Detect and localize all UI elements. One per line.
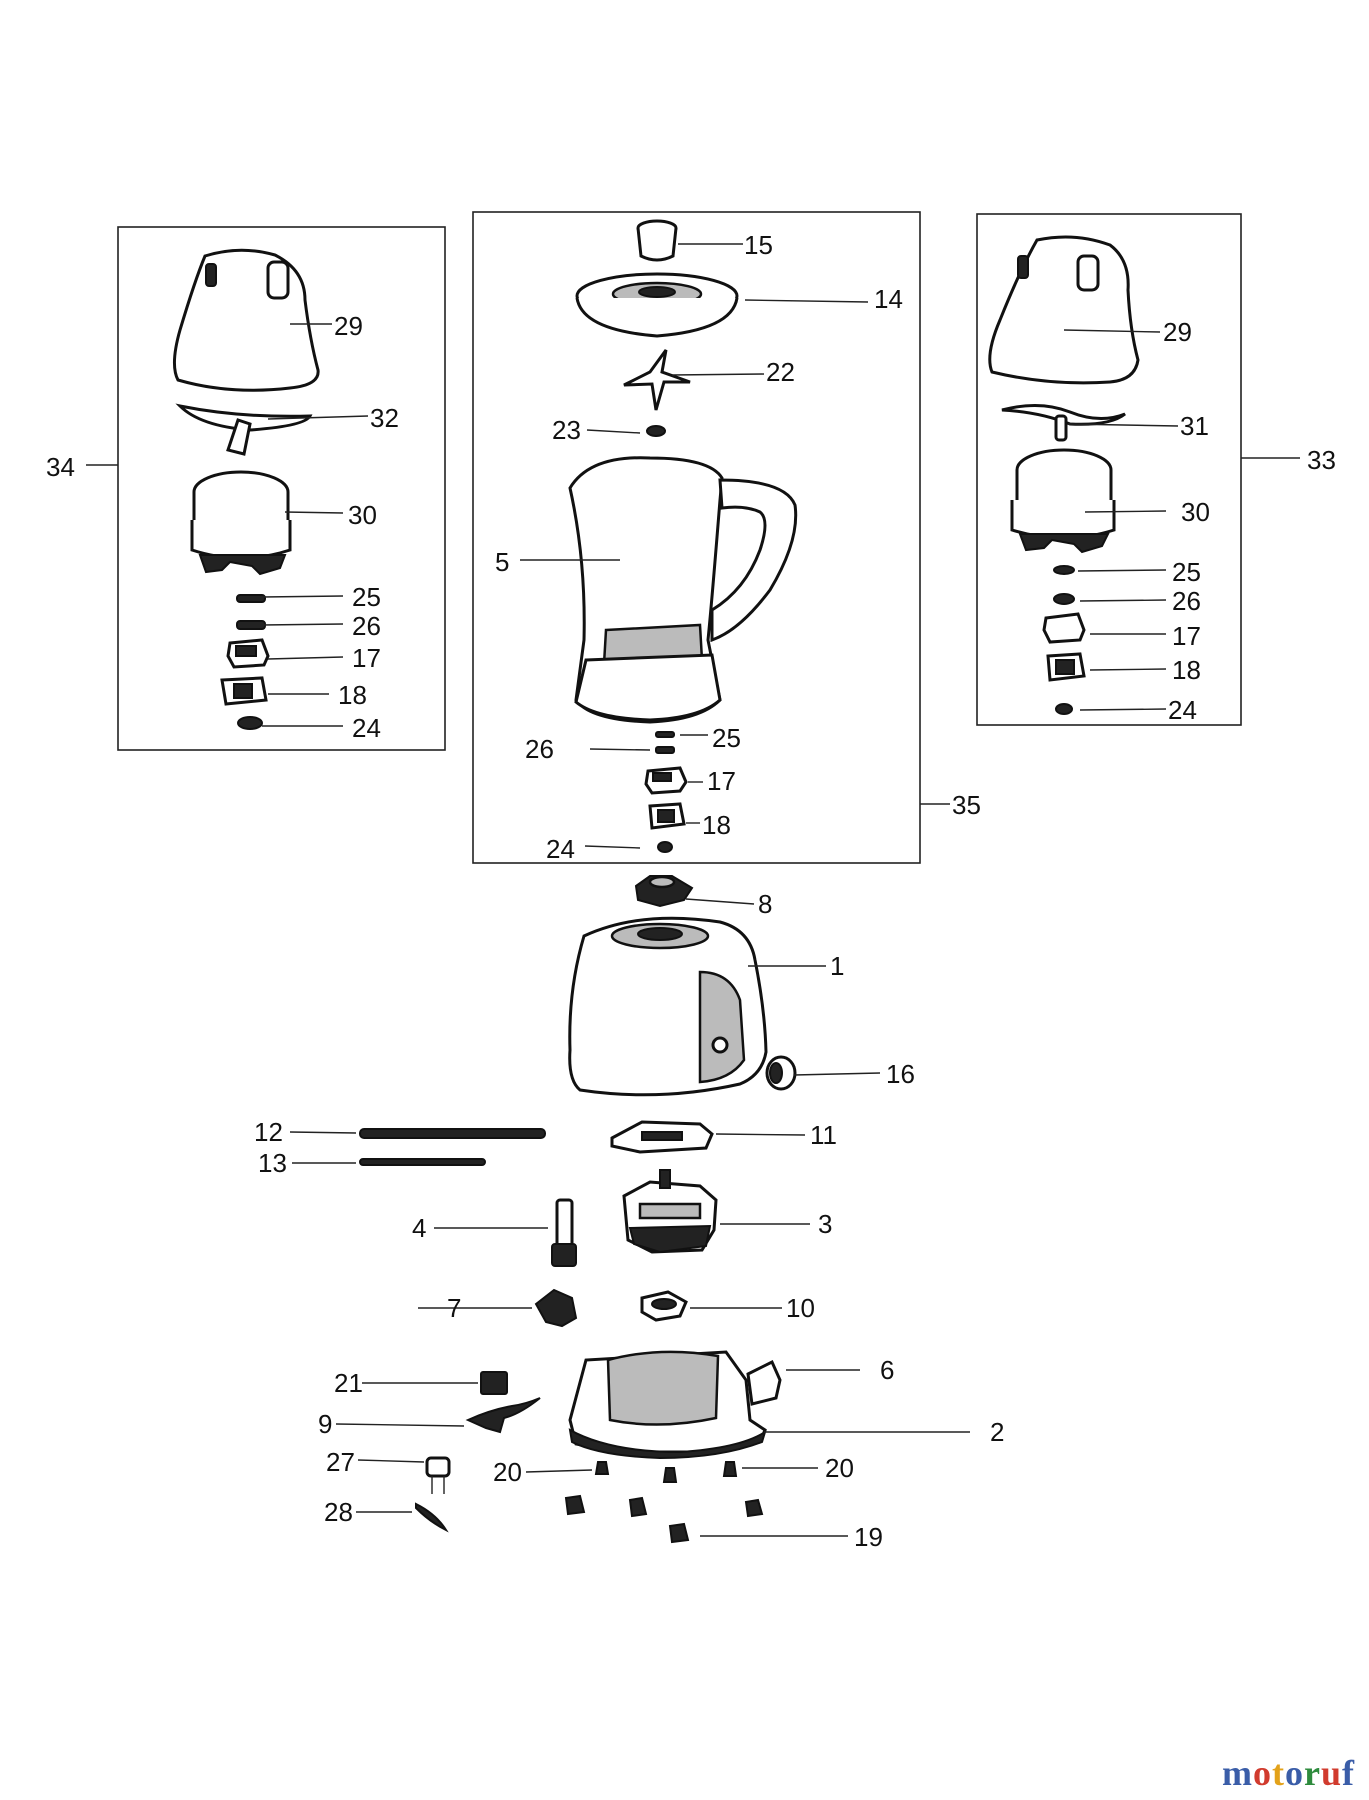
left-grinder-jar-part	[190, 470, 292, 576]
feet-20-parts	[594, 1461, 738, 1483]
label-10: 10	[786, 1293, 815, 1323]
part-10	[640, 1290, 688, 1322]
measuring-cap-part	[636, 219, 678, 262]
part-9	[465, 1397, 541, 1434]
label-14: 14	[874, 284, 903, 314]
part-4	[551, 1198, 577, 1267]
drive-coupling-part	[634, 875, 694, 908]
label-31: 31	[1180, 411, 1209, 441]
jug-lid-part	[575, 272, 739, 338]
jug-blade-part	[623, 349, 691, 411]
label-13: 13	[258, 1148, 287, 1178]
part-21	[480, 1371, 508, 1395]
label-30-right: 30	[1181, 497, 1210, 527]
label-18-right: 18	[1172, 655, 1201, 685]
label-17-right: 17	[1172, 621, 1201, 651]
label-24-mid: 24	[546, 834, 575, 864]
label-25-right: 25	[1172, 557, 1201, 587]
label-1: 1	[830, 951, 844, 981]
label-15: 15	[744, 230, 773, 260]
label-17-left: 17	[352, 643, 381, 673]
speed-knob-part	[765, 1055, 797, 1091]
part-27	[425, 1456, 451, 1494]
label-29-right: 29	[1163, 317, 1192, 347]
left-grinder-cover-part	[173, 248, 320, 392]
rod-13-part	[359, 1158, 486, 1166]
label-32-left: 32	[370, 403, 399, 433]
label-25-left: 25	[352, 582, 381, 612]
right-grinder-jar-part	[1010, 448, 1116, 554]
left-small-parts	[220, 594, 270, 730]
label-9: 9	[318, 1409, 332, 1439]
label-8: 8	[758, 889, 772, 919]
left-blade-part	[175, 403, 313, 456]
label-29-left: 29	[334, 311, 363, 341]
label-18-mid: 18	[702, 810, 731, 840]
label-7: 7	[447, 1293, 461, 1323]
label-16: 16	[886, 1059, 915, 1089]
label-17-mid: 17	[707, 766, 736, 796]
label-25-mid: 25	[712, 723, 741, 753]
label-26-right: 26	[1172, 586, 1201, 616]
label-19: 19	[854, 1522, 883, 1552]
motor-housing-part	[568, 916, 768, 1097]
right-small-parts	[1042, 565, 1086, 715]
left-accessory-frame	[117, 226, 446, 751]
right-accessory-frame	[976, 213, 1242, 726]
jug-assembly-frame	[472, 211, 921, 864]
label-4: 4	[412, 1213, 426, 1243]
label-24-left: 24	[352, 713, 381, 743]
jug-seal-part	[646, 425, 666, 437]
right-blade-part	[1001, 403, 1126, 442]
label-26-left: 26	[352, 611, 381, 641]
part-7	[534, 1288, 578, 1328]
label-12: 12	[254, 1117, 283, 1147]
label-30-left: 30	[348, 500, 377, 530]
label-26-mid: 26	[525, 734, 554, 764]
label-20-left: 20	[493, 1457, 522, 1487]
label-3: 3	[818, 1209, 832, 1239]
label-11: 11	[810, 1120, 837, 1150]
label-24-right: 24	[1168, 695, 1197, 725]
label-2: 2	[990, 1417, 1004, 1447]
blender-jug-part	[568, 456, 798, 724]
feet-19-parts	[564, 1494, 764, 1544]
label-23: 23	[552, 415, 581, 445]
label-33: 33	[1307, 445, 1336, 475]
base-part	[568, 1350, 767, 1460]
label-6: 6	[880, 1355, 894, 1385]
label-21: 21	[334, 1368, 363, 1398]
label-28: 28	[324, 1497, 353, 1527]
rod-12-part	[359, 1128, 546, 1139]
part-28	[415, 1502, 449, 1533]
label-18-left: 18	[338, 680, 367, 710]
switch-plate-part	[610, 1120, 714, 1154]
motor-part	[622, 1169, 718, 1254]
label-22: 22	[766, 357, 795, 387]
right-grinder-cover-part	[988, 235, 1140, 385]
part-6	[746, 1359, 782, 1406]
label-35: 35	[952, 790, 981, 820]
jug-coupling-parts	[644, 731, 688, 853]
label-27: 27	[326, 1447, 355, 1477]
label-34: 34	[46, 452, 75, 482]
motoruf-watermark-logo: motoruf	[1221, 1753, 1355, 1793]
label-20-right: 20	[825, 1453, 854, 1483]
label-5: 5	[495, 547, 509, 577]
